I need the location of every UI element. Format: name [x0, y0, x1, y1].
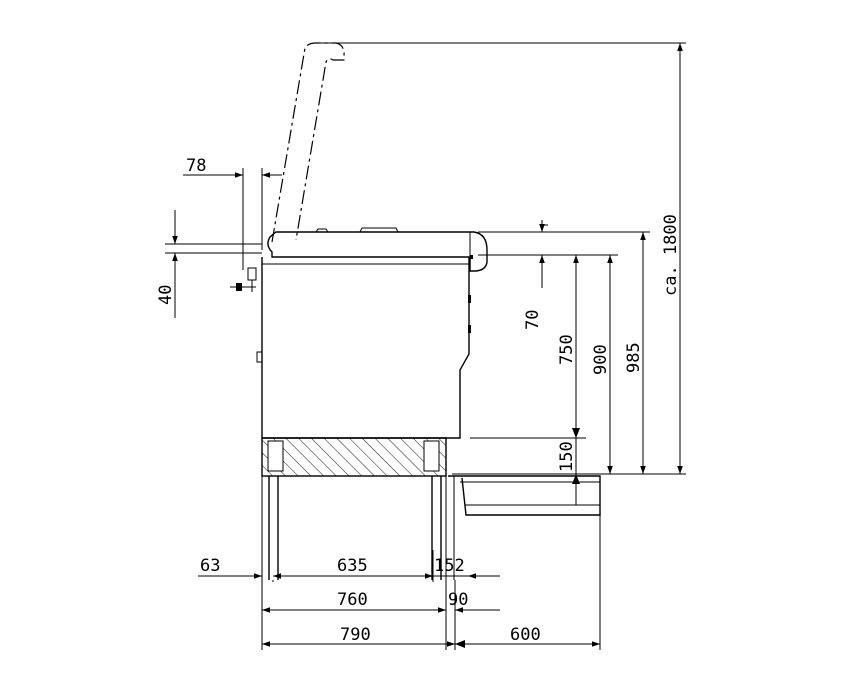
- dim-635: 635: [337, 556, 368, 576]
- drain-valve: [230, 267, 257, 292]
- dim-150: 150: [557, 441, 577, 472]
- machine-outline: [230, 42, 601, 580]
- dimension-labels: 78 40 70 750 900 985 ca. 1800 150 63 635…: [156, 156, 681, 645]
- dim-985: 985: [624, 342, 644, 373]
- dim-90: 90: [448, 590, 468, 610]
- dim-63: 63: [200, 556, 220, 576]
- machine-body: [261, 257, 470, 439]
- dim-40: 40: [156, 285, 176, 305]
- dim-70: 70: [523, 310, 543, 330]
- dim-152: 152: [434, 556, 465, 576]
- dimension-lines: [172, 43, 683, 648]
- dim-750: 750: [557, 334, 577, 365]
- closed-lid: [267, 231, 488, 272]
- extension-lines: [165, 42, 686, 650]
- open-lid: [271, 42, 345, 243]
- dim-ca-1800: ca. 1800: [661, 214, 681, 296]
- dim-790: 790: [340, 625, 371, 645]
- dim-760: 760: [337, 590, 368, 610]
- dim-600: 600: [510, 625, 541, 645]
- dim-78: 78: [186, 156, 206, 176]
- dim-900: 900: [591, 344, 611, 375]
